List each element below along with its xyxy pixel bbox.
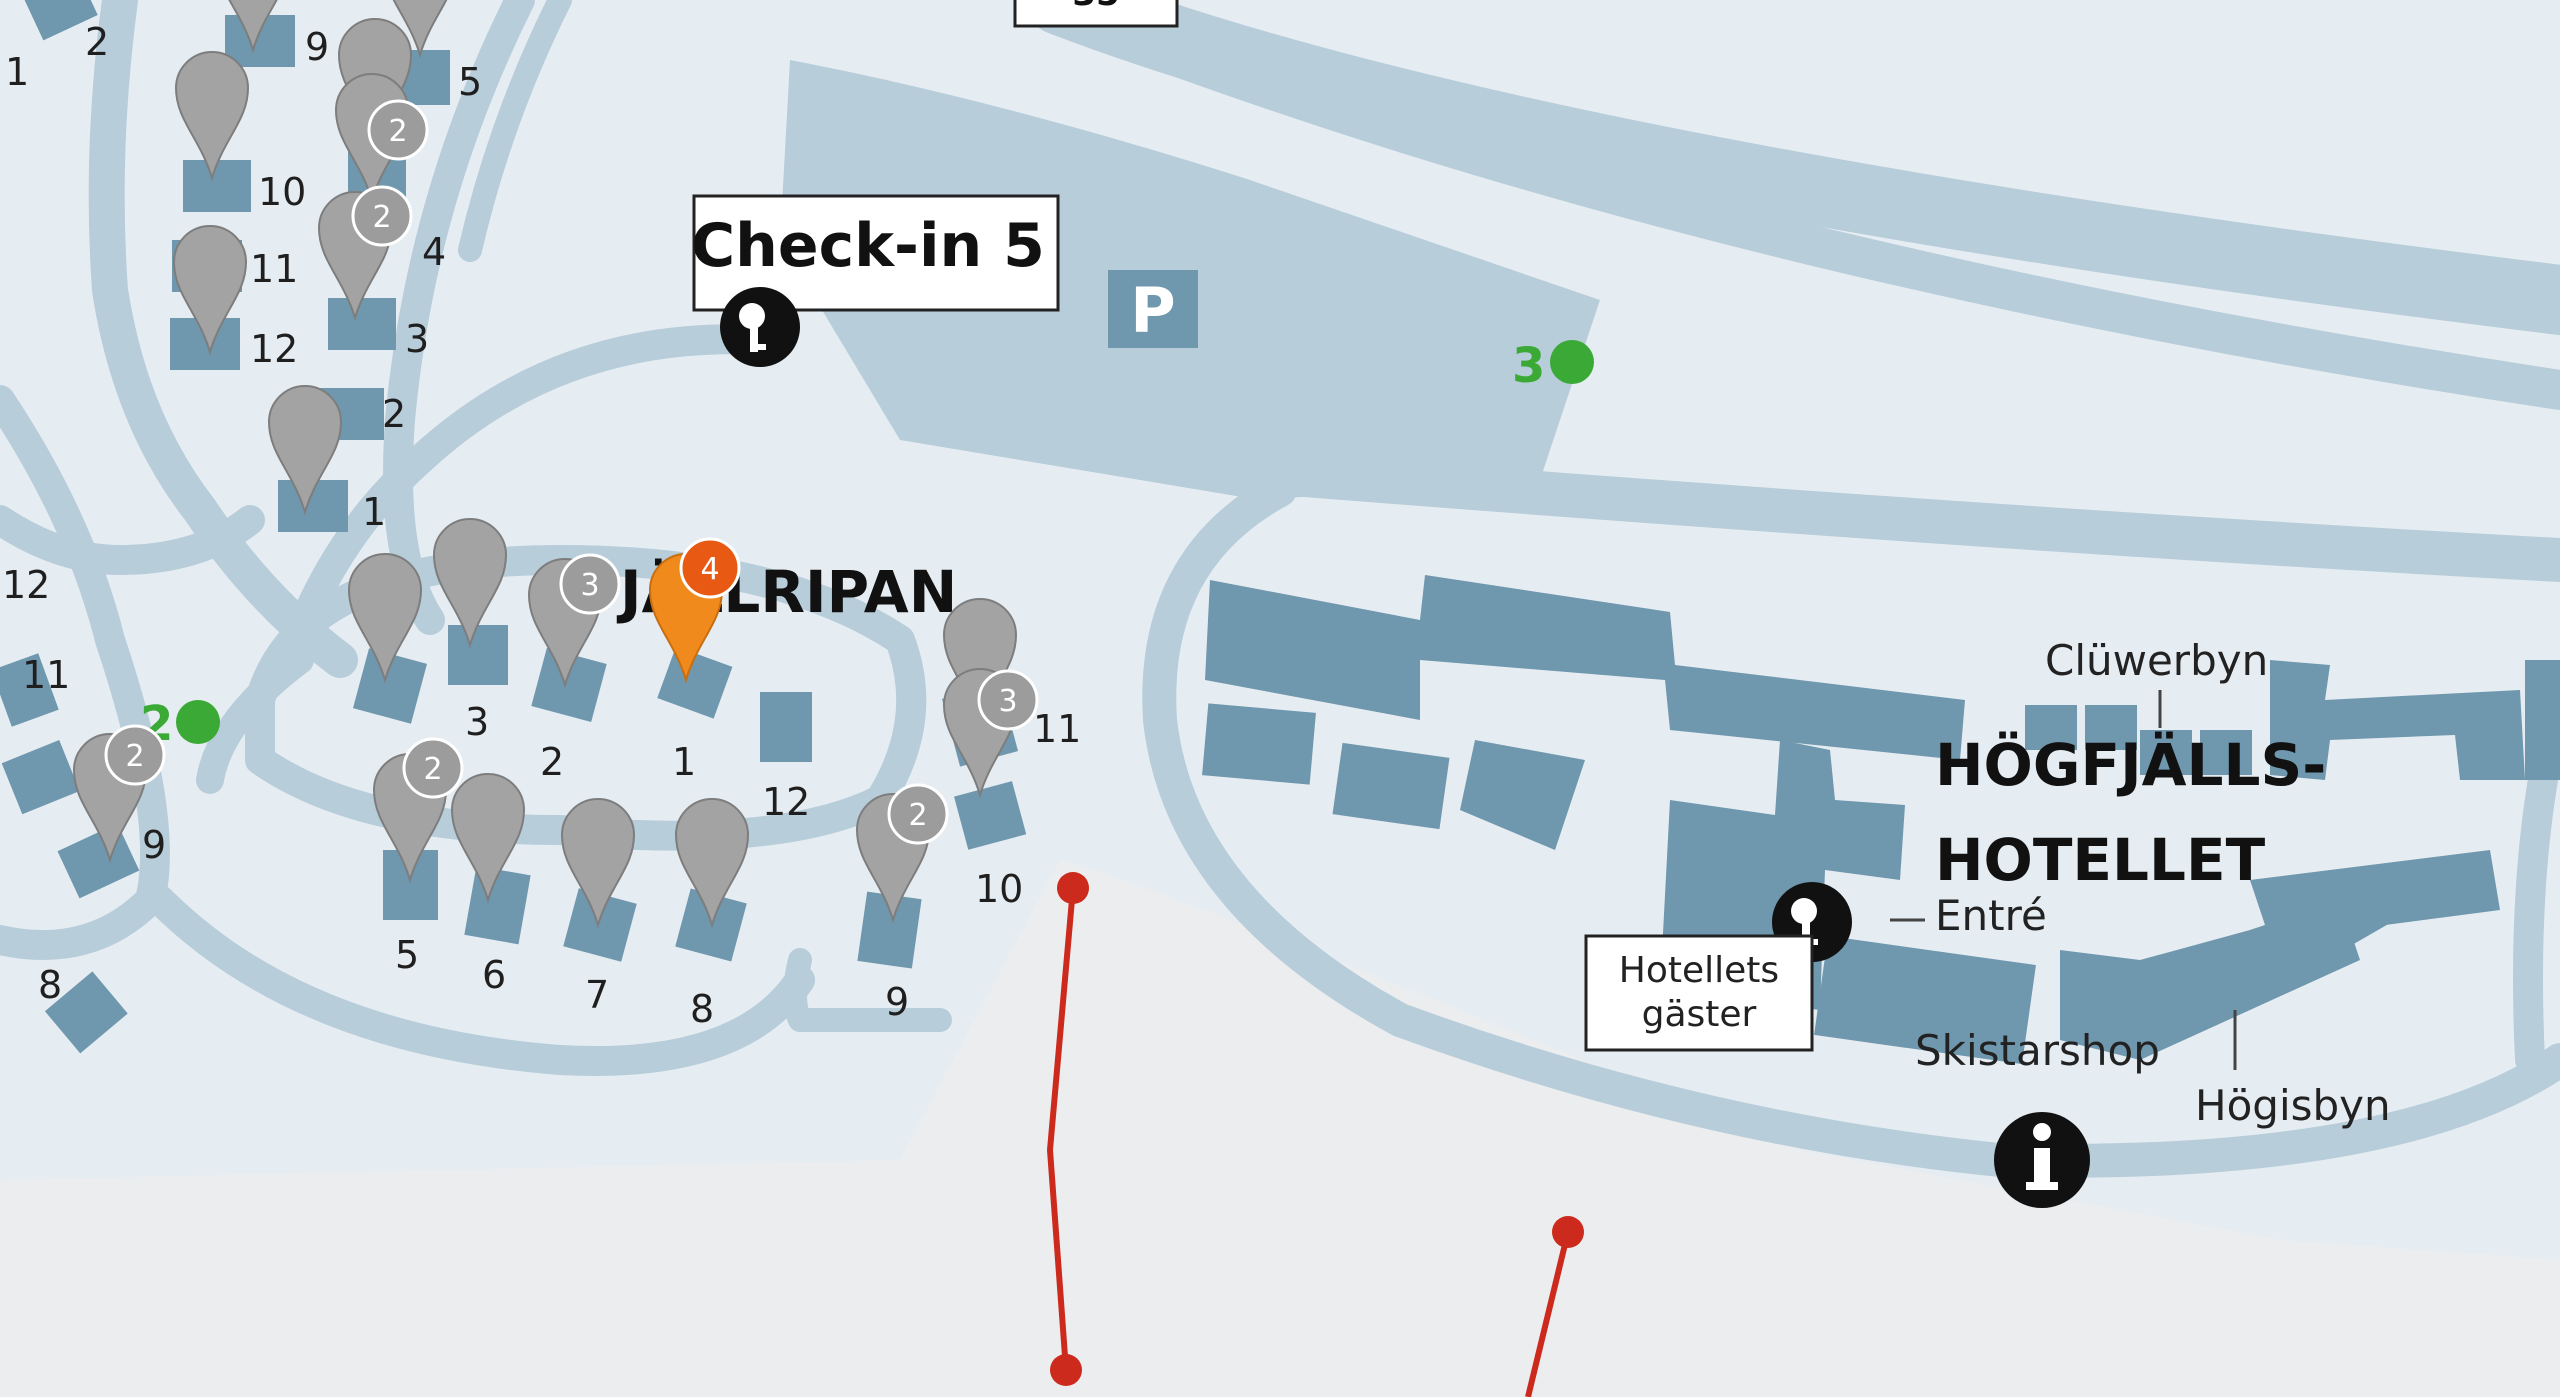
cluwerbyn-label: Clüwerbyn xyxy=(2045,636,2268,685)
parking-sign: P xyxy=(1108,270,1198,348)
hotel-guests-label: Hotellets gäster xyxy=(1584,934,1814,1052)
svg-text:11: 11 xyxy=(22,653,70,697)
svg-text:3: 3 xyxy=(998,684,1017,719)
svg-text:8: 8 xyxy=(38,963,62,1007)
ski-lifts xyxy=(1046,872,1584,1397)
skistarshop-label: Skistarshop xyxy=(1915,1026,2160,1075)
svg-text:Hotellets: Hotellets xyxy=(1619,950,1779,991)
svg-text:11: 11 xyxy=(1033,707,1081,751)
cluster-badge[interactable]: 2 xyxy=(367,99,429,161)
green-marker-3[interactable]: 3 xyxy=(1512,338,1594,394)
svg-text:12: 12 xyxy=(762,780,810,824)
cluster-badge[interactable]: 2 xyxy=(402,737,464,799)
entre-label: Entré xyxy=(1935,891,2047,940)
svg-text:1: 1 xyxy=(672,740,696,784)
svg-text:gäster: gäster xyxy=(1642,994,1757,1035)
cluster-badge[interactable]: 3 xyxy=(977,669,1039,731)
svg-text:9: 9 xyxy=(885,980,909,1024)
svg-text:4: 4 xyxy=(422,230,446,274)
svg-text:2: 2 xyxy=(423,752,442,787)
svg-text:6: 6 xyxy=(482,953,506,997)
svg-text:2: 2 xyxy=(85,20,109,64)
svg-text:12: 12 xyxy=(250,327,298,371)
svg-text:35: 35 xyxy=(1072,0,1119,14)
cabin-numbers-fjallripan: 3 2 1 12 11 10 5 6 7 8 9 xyxy=(395,700,1081,1031)
svg-text:2: 2 xyxy=(125,739,144,774)
cluster-badges[interactable]: 2 2 3 3 2 2 2 4 xyxy=(104,99,1039,845)
svg-text:1: 1 xyxy=(5,50,29,94)
svg-text:3: 3 xyxy=(465,700,489,744)
cabin-numbers-left-edge: 12 11 9 8 xyxy=(2,563,166,1007)
svg-text:7: 7 xyxy=(585,973,609,1017)
hotel-name-line1: HÖGFJÄLLS- xyxy=(1935,730,2326,799)
ski-slope-area xyxy=(0,860,2560,1397)
top-label-fragment: 35 xyxy=(1013,0,1179,28)
cabin-numbers-top-left: 1 2 9 5 10 4 11 3 12 2 1 xyxy=(5,20,482,534)
svg-text:9: 9 xyxy=(305,25,329,69)
svg-text:1: 1 xyxy=(362,490,386,534)
svg-text:3: 3 xyxy=(1512,338,1545,394)
svg-text:Check-in 5: Check-in 5 xyxy=(691,211,1045,281)
svg-text:3: 3 xyxy=(580,568,599,603)
cluster-badge-selected[interactable]: 4 xyxy=(679,537,741,599)
svg-text:9: 9 xyxy=(142,823,166,867)
svg-text:8: 8 xyxy=(690,987,714,1031)
svg-text:10: 10 xyxy=(975,867,1023,911)
cluster-badge[interactable]: 2 xyxy=(351,185,413,247)
svg-text:2: 2 xyxy=(382,392,406,436)
hogisbyn-label: Högisbyn xyxy=(2195,1081,2391,1130)
svg-text:2: 2 xyxy=(540,740,564,784)
hotel-name-line2: HOTELLET xyxy=(1935,826,2266,894)
svg-text:2: 2 xyxy=(908,798,927,833)
svg-text:4: 4 xyxy=(700,552,719,587)
svg-text:P: P xyxy=(1130,274,1175,347)
svg-text:12: 12 xyxy=(2,563,50,607)
svg-text:11: 11 xyxy=(250,247,298,291)
cluster-badge[interactable]: 2 xyxy=(104,724,166,786)
svg-text:2: 2 xyxy=(372,200,391,235)
svg-text:3: 3 xyxy=(405,317,429,361)
svg-text:5: 5 xyxy=(395,933,419,977)
cluster-badge[interactable]: 2 xyxy=(887,783,949,845)
key-icon[interactable] xyxy=(720,287,800,367)
svg-text:2: 2 xyxy=(388,114,407,149)
info-icon[interactable] xyxy=(1994,1112,2090,1208)
cluster-badge[interactable]: 3 xyxy=(559,553,621,615)
svg-text:10: 10 xyxy=(258,170,306,214)
svg-text:5: 5 xyxy=(458,60,482,104)
